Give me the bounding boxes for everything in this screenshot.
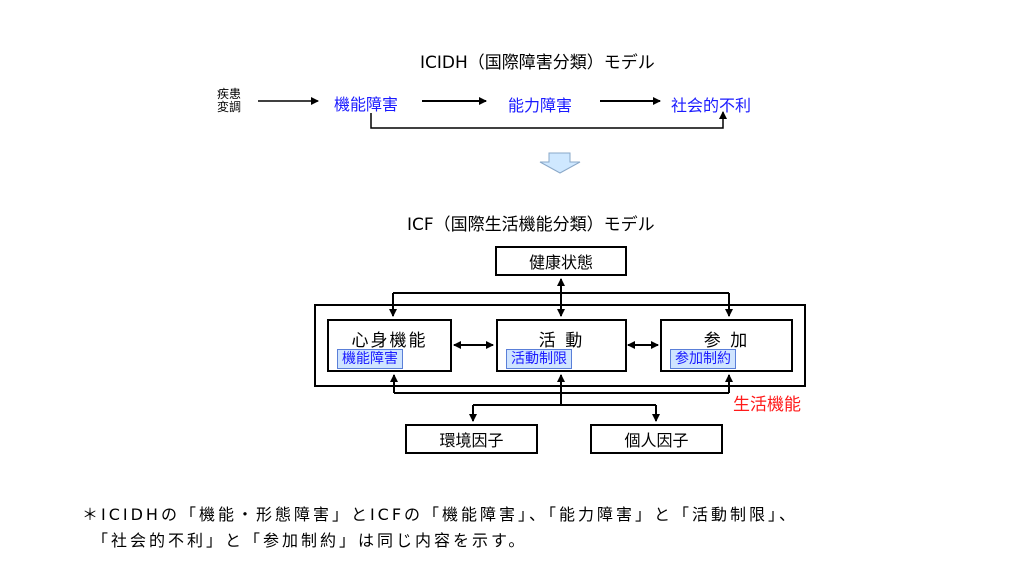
arrow-impairment-to-handicap: [370, 111, 727, 129]
component-participation: 参 加 参加制約: [660, 319, 793, 372]
component-tag: 機能障害: [337, 349, 403, 369]
environmental-factors-label: 環境因子: [439, 431, 504, 450]
origin-line-1: 疾患: [217, 87, 242, 101]
component-tag: 活動制限: [506, 349, 572, 369]
component-tag: 参加制約: [670, 349, 736, 369]
component-activity: 活 動 活動制限: [496, 319, 627, 372]
component-label: 活 動: [538, 331, 585, 351]
down-arrow-icon: [539, 152, 581, 174]
icidh-origin: 疾患 変調: [217, 88, 241, 114]
environmental-factors-box: 環境因子: [405, 424, 538, 454]
icidh-stage-handicap: 社会的不利: [671, 96, 752, 115]
origin-line-2: 変調: [217, 100, 242, 114]
icidh-stage-disability: 能力障害: [508, 96, 573, 115]
icf-title: ICF（国際生活機能分類）モデル: [407, 215, 655, 235]
personal-factors-box: 個人因子: [590, 424, 723, 454]
icidh-stage-impairment: 機能障害: [334, 95, 399, 114]
health-condition-label: 健康状態: [528, 253, 593, 272]
footnote-line-2: 「社会的不利」と「参加制約」は同じ内容を示す。: [92, 531, 528, 550]
health-condition-box: 健康状態: [495, 246, 627, 276]
icidh-title: ICIDH（国際障害分類）モデル: [420, 53, 655, 73]
component-label: 参 加: [703, 331, 750, 351]
footnote-line-1: ＊ICIDHの「機能・形態障害」とICFの「機能障害」、「能力障害」と「活動制限…: [82, 505, 799, 524]
component-body-functions: 心身機能 機能障害: [327, 319, 452, 372]
functioning-label: 生活機能: [733, 395, 801, 415]
personal-factors-label: 個人因子: [624, 431, 689, 450]
component-label: 心身機能: [351, 331, 428, 351]
